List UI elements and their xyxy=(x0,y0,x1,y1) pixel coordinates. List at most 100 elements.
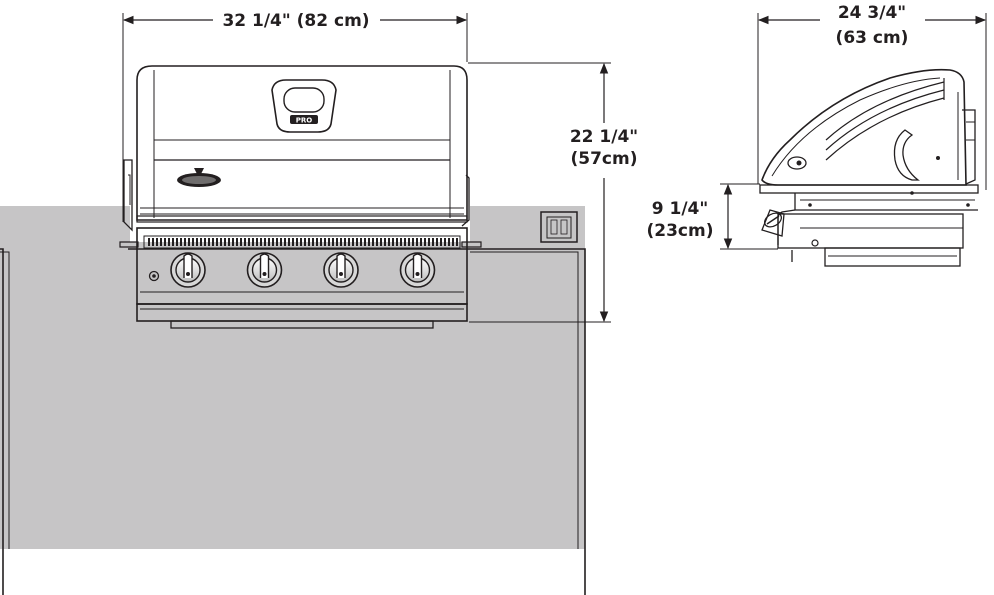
vent-slot xyxy=(168,238,170,246)
burner-knob[interactable] xyxy=(399,252,436,288)
vent-slot xyxy=(360,238,362,246)
vent-slot xyxy=(316,238,318,246)
vent-slot xyxy=(436,238,438,246)
vent-slot xyxy=(372,238,374,246)
vent-slot xyxy=(160,238,162,246)
vent-slot xyxy=(184,238,186,246)
vent-slot xyxy=(152,238,154,246)
firebox-side xyxy=(777,213,964,249)
vent-slot xyxy=(320,238,322,246)
vent-slot xyxy=(176,238,178,246)
vent-slot xyxy=(376,238,378,246)
vent-slot xyxy=(188,238,190,246)
vent-slot xyxy=(172,238,174,246)
side-height-label-in: 9 1/4" xyxy=(652,199,708,219)
vent-slot xyxy=(228,238,230,246)
vent-slot xyxy=(220,238,222,246)
vent-slot xyxy=(424,238,426,246)
vent-slot xyxy=(248,238,250,246)
vent-slot xyxy=(432,238,434,246)
vent-slot xyxy=(328,238,330,246)
vent-slot xyxy=(256,238,258,246)
grill-hood xyxy=(136,65,468,221)
front-width-label: 32 1/4" (82 cm) xyxy=(222,11,369,31)
vent-slot xyxy=(180,238,182,246)
vent-slot xyxy=(272,238,274,246)
vent-slot xyxy=(336,238,338,246)
vent-slot xyxy=(204,238,206,246)
vent-slot xyxy=(200,238,202,246)
vent-slot xyxy=(332,238,334,246)
side-depth-label-cm: (63 cm) xyxy=(836,28,909,48)
vent-slot xyxy=(356,238,358,246)
vent-slot xyxy=(380,238,382,246)
vent-slot xyxy=(276,238,278,246)
vent-slot xyxy=(304,238,306,246)
vent-strip xyxy=(143,235,461,249)
rear-plate xyxy=(962,109,976,185)
side-drip-tray xyxy=(824,247,961,267)
vent-slot xyxy=(428,238,430,246)
vent-slot xyxy=(352,238,354,246)
vent-slot xyxy=(440,238,442,246)
vent-slot xyxy=(340,238,342,246)
vent-slot xyxy=(416,238,418,246)
vent-slot xyxy=(420,238,422,246)
side-height-dimension: 9 1/4" (23cm) xyxy=(647,183,778,250)
side-knob xyxy=(761,209,785,237)
vent-slot xyxy=(232,238,234,246)
countertop-fill xyxy=(0,206,585,549)
vent-slot xyxy=(252,238,254,246)
vent-slot xyxy=(260,238,262,246)
vent-slot xyxy=(448,238,450,246)
vent-slot xyxy=(240,238,242,246)
vent-slot xyxy=(280,238,282,246)
vent-slot xyxy=(368,238,370,246)
vent-slot xyxy=(384,238,386,246)
island-left-inner xyxy=(0,251,10,549)
vent-slot xyxy=(296,238,298,246)
electrical-outlet xyxy=(540,211,578,243)
island-right-edge xyxy=(128,248,586,595)
hood-badge-window: PRO xyxy=(271,79,337,133)
vent-slot xyxy=(192,238,194,246)
vent-slot xyxy=(288,238,290,246)
vent-slot xyxy=(148,238,150,246)
vent-slot xyxy=(364,238,366,246)
front-height-label-in: 22 1/4" xyxy=(570,127,638,147)
burner-knob[interactable] xyxy=(323,252,359,288)
vent-slot xyxy=(268,238,270,246)
vent-slot xyxy=(208,238,210,246)
vent-slot xyxy=(244,238,246,246)
vent-slot xyxy=(348,238,350,246)
vent-slot xyxy=(216,238,218,246)
vent-slot xyxy=(396,238,398,246)
vent-slot xyxy=(452,238,454,246)
badge-text: PRO xyxy=(296,117,313,125)
vent-slot xyxy=(392,238,394,246)
vent-slot xyxy=(412,238,414,246)
vent-slot xyxy=(404,238,406,246)
vent-slot xyxy=(444,238,446,246)
burner-knob[interactable] xyxy=(246,252,283,288)
burner-knob[interactable] xyxy=(170,252,206,288)
front-height-label-cm: (57cm) xyxy=(571,149,638,169)
side-depth-dimension: 24 3/4" (63 cm) xyxy=(757,3,987,190)
vent-slot xyxy=(284,238,286,246)
left-side-bracket xyxy=(123,159,133,232)
island-right-inner xyxy=(470,251,579,549)
front-view: PRO 32 1 xyxy=(0,11,638,595)
burner-knobs xyxy=(170,252,436,288)
vent-slot xyxy=(156,238,158,246)
vent-slot xyxy=(388,238,390,246)
side-depth-label-in: 24 3/4" xyxy=(838,3,906,23)
side-view: 24 3/4" (63 cm) 9 1/4" (23cm) xyxy=(647,3,987,267)
grill-front: PRO xyxy=(119,65,482,329)
vent-slot xyxy=(324,238,326,246)
vent-slot xyxy=(312,238,314,246)
igniter-button xyxy=(148,270,160,282)
vent-slot xyxy=(408,238,410,246)
side-rim xyxy=(759,184,979,194)
drip-tray xyxy=(170,320,434,329)
